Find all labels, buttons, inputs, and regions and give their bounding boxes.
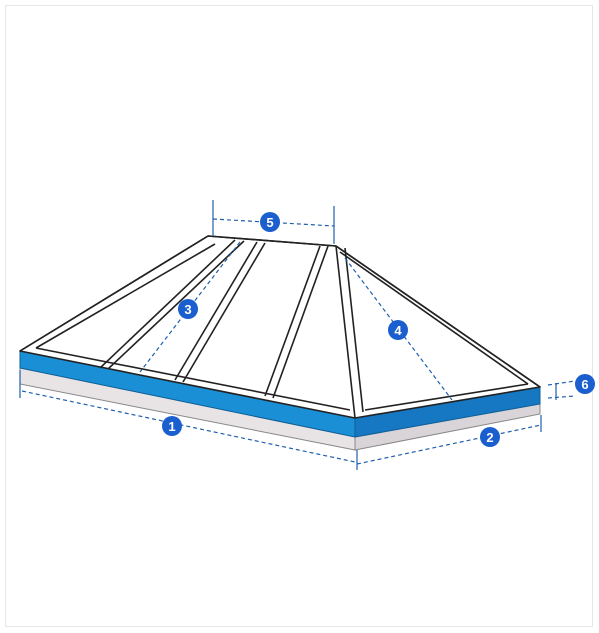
marker-1: 1 [162,416,182,436]
svg-text:6: 6 [581,377,588,392]
svg-text:5: 5 [266,215,273,230]
dimension-width [356,415,542,465]
marker-3: 3 [178,299,198,319]
svg-text:1: 1 [168,419,175,434]
marker-5: 5 [260,212,280,232]
dimension-length [19,370,358,470]
marker-2: 2 [480,427,500,447]
dimension-ridge [212,200,335,244]
marker-6: 6 [575,374,595,394]
roof-frame [19,235,541,419]
svg-text:2: 2 [486,430,493,445]
dimension-upstand-height [547,380,576,400]
svg-text:3: 3 [184,302,191,317]
marker-4: 4 [388,320,408,340]
dimension-hip-rafter [344,257,453,401]
dimension-rafter-front [139,241,241,373]
svg-text:4: 4 [394,323,402,338]
